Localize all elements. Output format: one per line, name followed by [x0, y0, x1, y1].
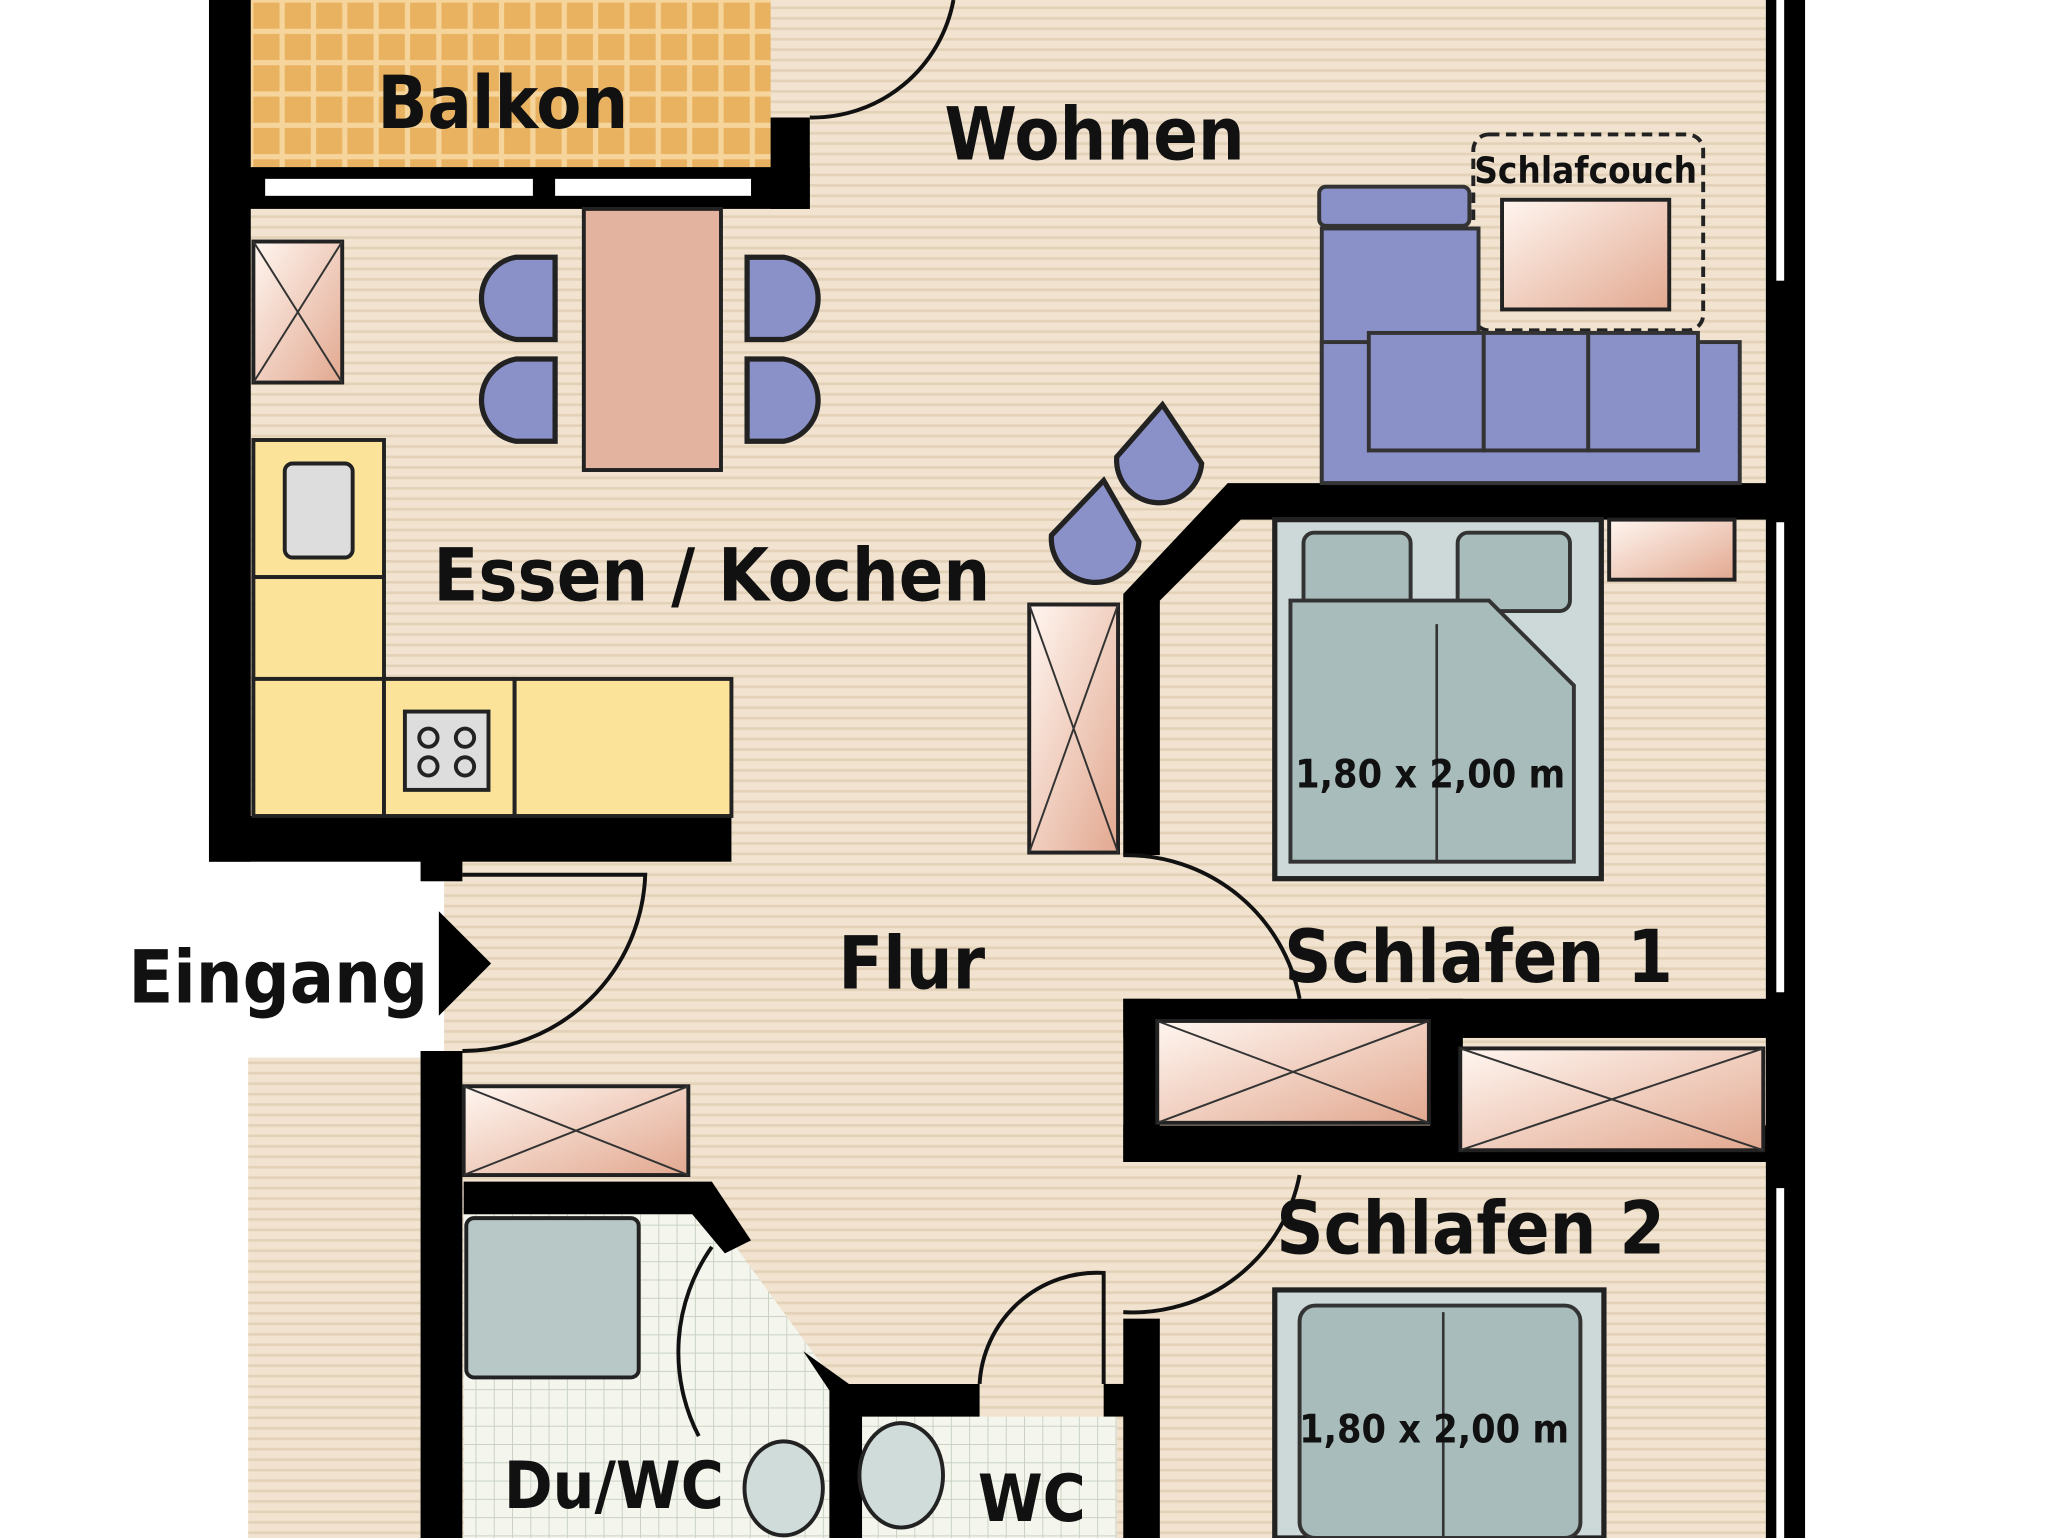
room-label-flur: Flur: [838, 921, 985, 1006]
doors: [462, 0, 1302, 1438]
schlafcouch-label: Schlafcouch: [1474, 149, 1697, 192]
room-label-wc: WC: [978, 1461, 1086, 1537]
bathroom-fixtures: [464, 1216, 945, 1538]
bed-1: 1,80 x 2,00 m: [1272, 517, 1604, 882]
cabinets: [251, 239, 1766, 1178]
room-label-eingang: Eingang: [128, 936, 428, 1021]
room-label-schlafen-2: Schlafen 2: [1276, 1186, 1665, 1271]
bed-2: 1,80 x 2,00 m: [1272, 1287, 1607, 1538]
balcony-floor: [250, 0, 771, 168]
dining-table: [478, 206, 1205, 586]
kitchen-counter: [251, 438, 734, 818]
stove-icon: [402, 709, 491, 792]
sink-icon: [282, 461, 355, 560]
room-label-du-wc: Du/WC: [504, 1448, 724, 1524]
bed-2-size: 1,80 x 2,00 m: [1299, 1408, 1569, 1453]
toilet-icon: [857, 1421, 945, 1530]
entrance-arrow-icon: [438, 911, 492, 1016]
sofa: Schlafcouch: [1317, 132, 1742, 486]
bed-1-size: 1,80 x 2,00 m: [1295, 752, 1565, 797]
room-label-schlafen-1: Schlafen 1: [1284, 915, 1673, 1000]
room-label-wohnen: Wohnen: [944, 92, 1244, 177]
room-label-essen-kochen: Essen / Kochen: [433, 534, 990, 619]
shower-icon: [464, 1216, 641, 1380]
toilet-icon: [742, 1439, 825, 1538]
room-label-balkon: Balkon: [377, 61, 628, 146]
